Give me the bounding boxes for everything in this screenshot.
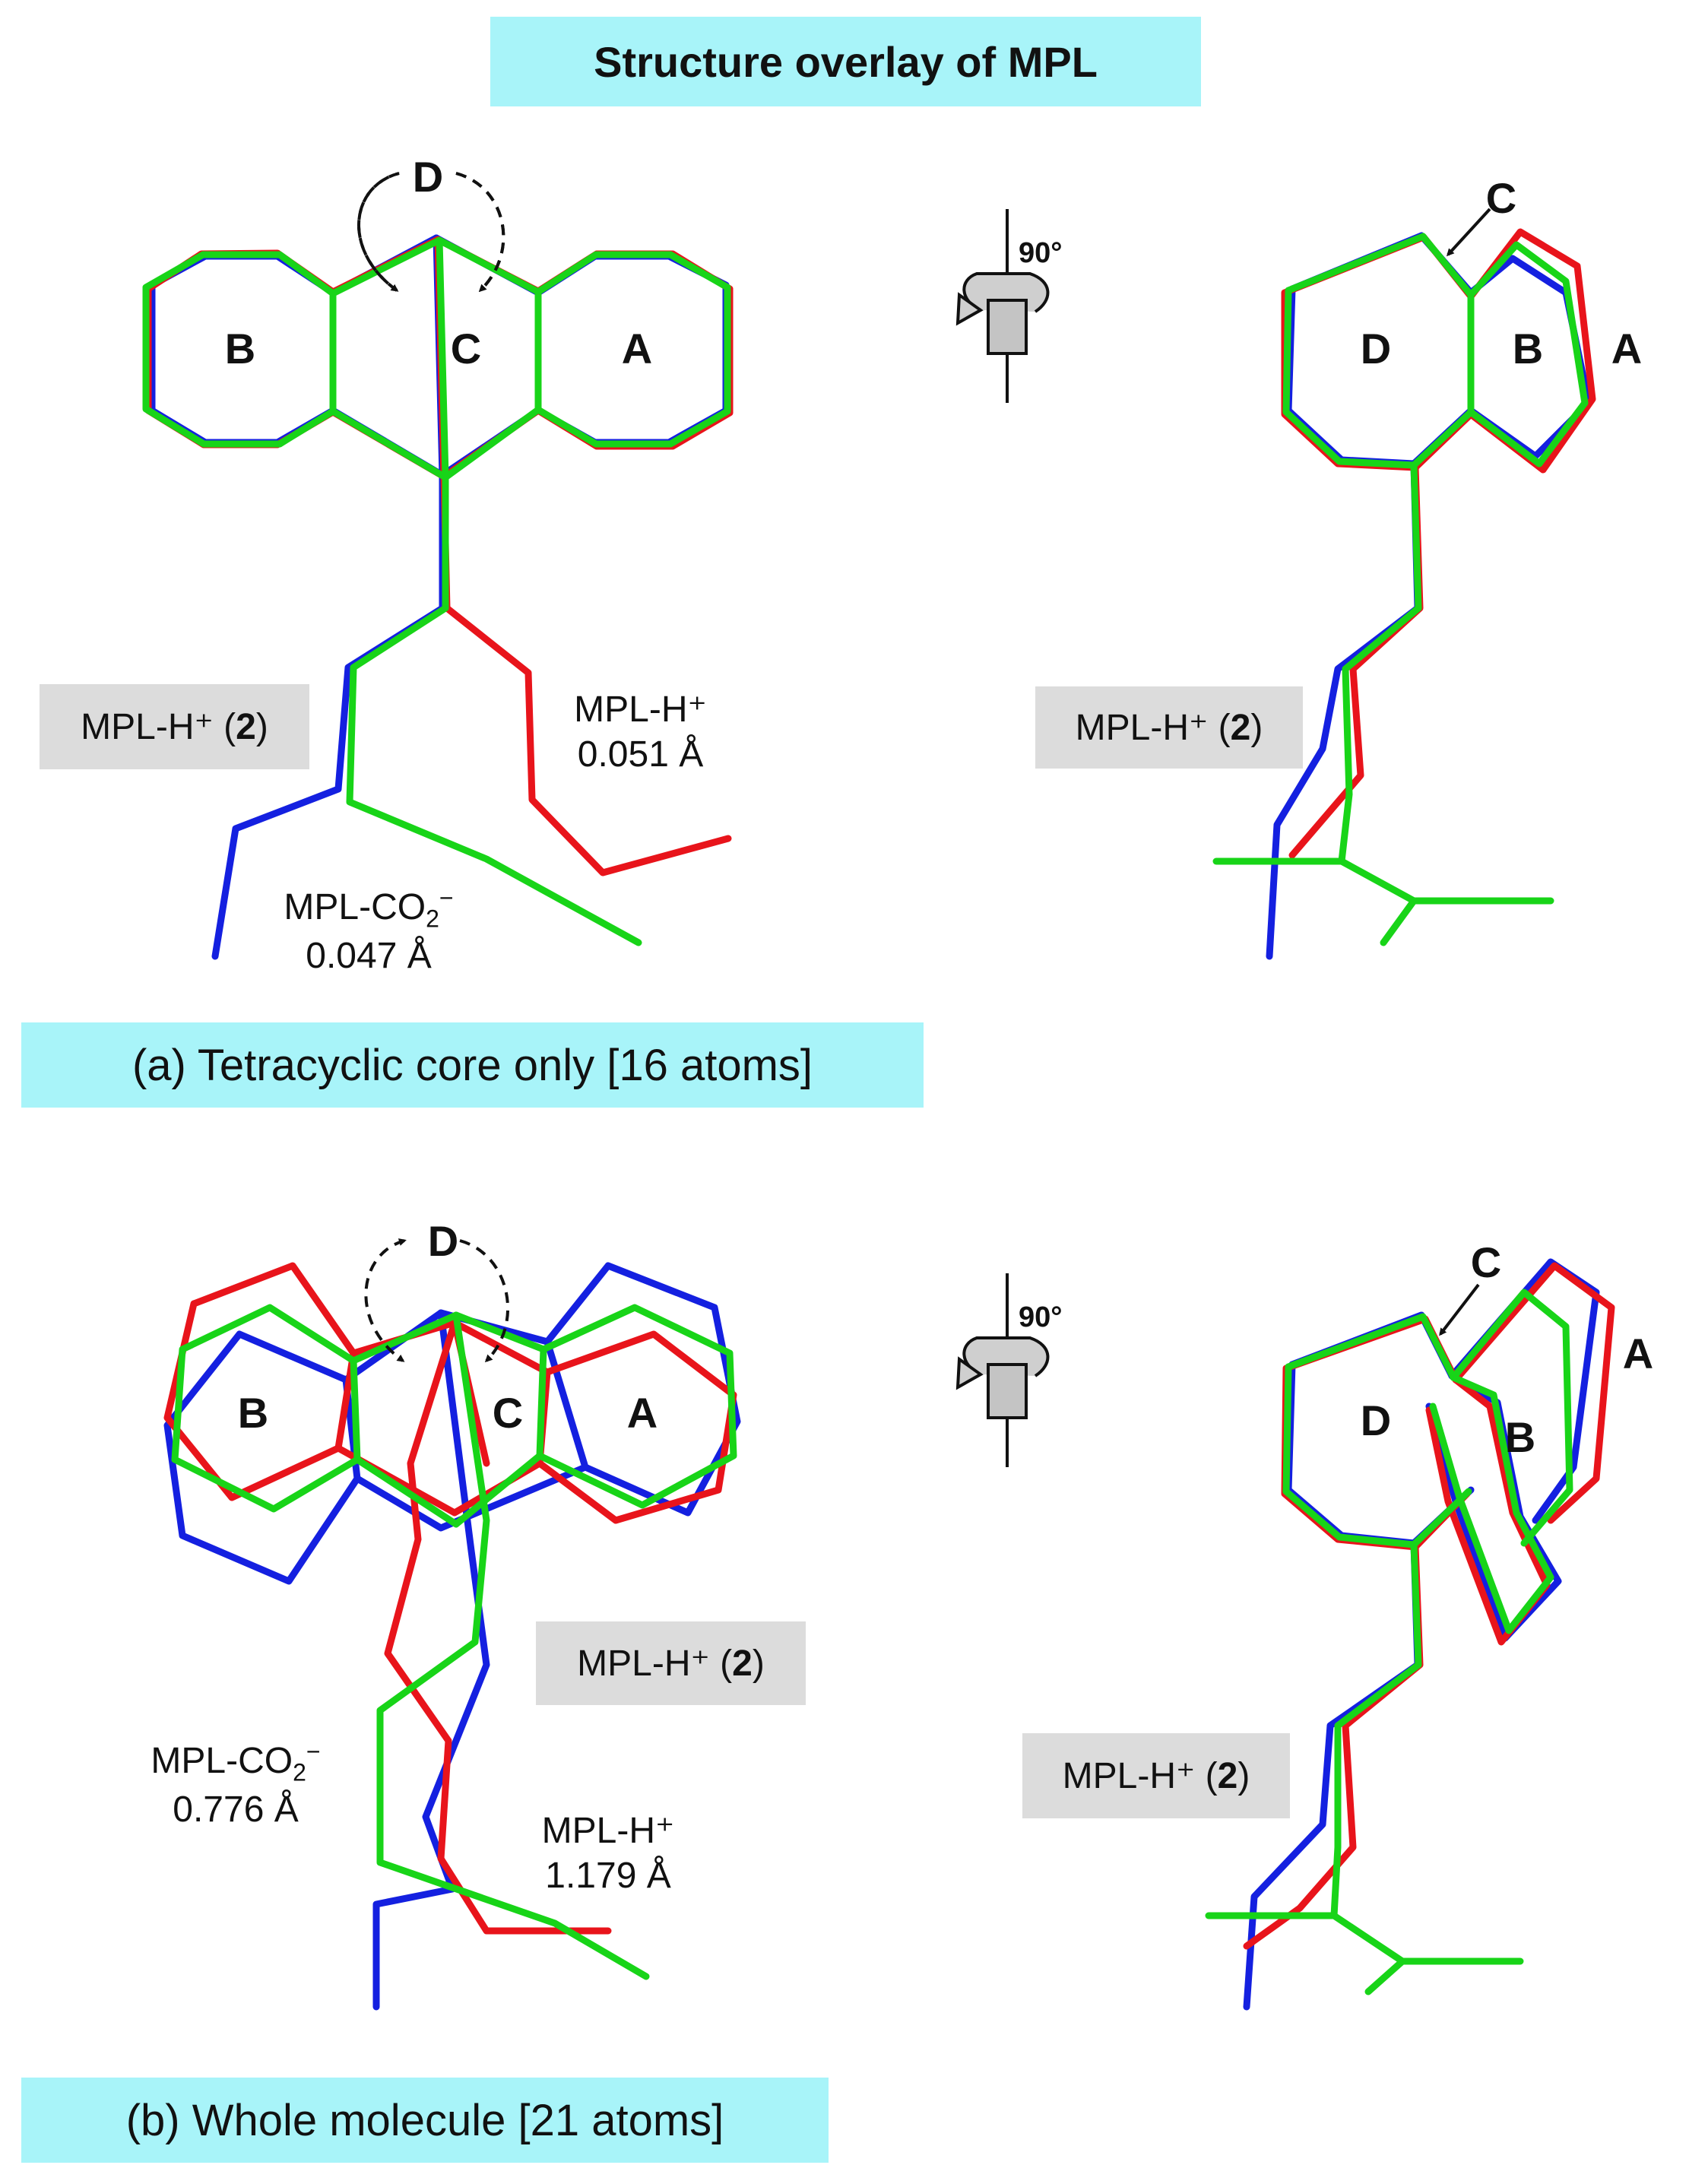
pointer-arrow-a bbox=[1446, 208, 1491, 257]
dashed-arc-arrow-b-icon bbox=[357, 172, 510, 1363]
red-series-name: MPL-H⁺ bbox=[574, 689, 707, 730]
pointer-arrow-b bbox=[1439, 1283, 1480, 1336]
b-side-ring-label-b: B bbox=[1505, 1413, 1535, 1461]
tag-prefix: MPL-H⁺ ( bbox=[1062, 1756, 1218, 1796]
tag-suffix: ) bbox=[1237, 1755, 1250, 1796]
green-rmsd-label-a: MPL-CO2− 0.047 Å bbox=[258, 883, 479, 978]
rotation-arrow-icon: 90° bbox=[955, 209, 1062, 403]
ring-label-a: A bbox=[622, 325, 652, 372]
red-rmsd-value: 0.051 Å bbox=[577, 734, 704, 775]
rotation-label-b: 90° bbox=[1019, 1301, 1062, 1333]
tag-compound-number: 2 bbox=[1217, 1755, 1238, 1796]
mpl-h-tag-a-right: MPL-H⁺ (2) bbox=[1035, 686, 1303, 769]
b-side-ring-label-c: C bbox=[1471, 1238, 1501, 1286]
b-side-ring-label-a: A bbox=[1623, 1330, 1653, 1377]
red-rmsd-label-a: MPL-H⁺ 0.051 Å bbox=[547, 688, 734, 777]
green-structure-b-side bbox=[1205, 1289, 1573, 1995]
red-structure-a-side bbox=[1281, 228, 1596, 859]
panel-a-front-view bbox=[142, 234, 734, 960]
figure-title: Structure overlay of MPL bbox=[490, 17, 1201, 106]
panel-a-side-view bbox=[1212, 228, 1596, 960]
mpl-h-tag-b-right: MPL-H⁺ (2) bbox=[1022, 1733, 1290, 1818]
tag-compound-number: 2 bbox=[732, 1643, 753, 1684]
mpl-h-tag-b-left: MPL-H⁺ (2) bbox=[536, 1621, 806, 1705]
side-ring-label-a: A bbox=[1611, 325, 1642, 372]
green-rmsd-label-b: MPL-CO2− 0.776 Å bbox=[122, 1737, 350, 1832]
tag-suffix: ) bbox=[1250, 707, 1263, 748]
rotation-label-a: 90° bbox=[1019, 237, 1062, 269]
ring-label-d: D bbox=[413, 153, 443, 201]
side-ring-label-c: C bbox=[1486, 174, 1516, 222]
b-side-ring-label-d: D bbox=[1361, 1396, 1391, 1444]
tag-prefix: MPL-H⁺ ( bbox=[1075, 708, 1231, 748]
tag-compound-number: 2 bbox=[236, 706, 256, 747]
tag-suffix: ) bbox=[752, 1643, 765, 1684]
mpl-h-tag-a-left: MPL-H⁺ (2) bbox=[40, 684, 309, 769]
ring-label-b: B bbox=[225, 325, 255, 372]
panel-b-caption: (b) Whole molecule [21 atoms] bbox=[21, 2078, 829, 2163]
green-rmsd-value: 0.047 Å bbox=[306, 935, 432, 976]
green-rmsd-value: 0.776 Å bbox=[173, 1789, 299, 1830]
green-series-name: MPL-CO2− bbox=[151, 1738, 321, 1786]
side-ring-label-d: D bbox=[1361, 325, 1391, 372]
b-ring-label-d: D bbox=[428, 1217, 458, 1265]
tag-prefix: MPL-H⁺ ( bbox=[577, 1644, 733, 1684]
tag-compound-number: 2 bbox=[1230, 707, 1251, 748]
rotation-arrow-b-icon: 90° bbox=[955, 1273, 1062, 1467]
red-series-name: MPL-H⁺ bbox=[541, 1811, 675, 1851]
b-ring-label-b: B bbox=[238, 1389, 268, 1437]
panel-b-side-view bbox=[1205, 1258, 1615, 2011]
b-ring-label-a: A bbox=[627, 1389, 658, 1437]
panel-b-front-view bbox=[163, 1262, 741, 2011]
tag-prefix: MPL-H⁺ ( bbox=[81, 707, 236, 747]
tag-suffix: ) bbox=[255, 706, 268, 747]
panel-a-caption: (a) Tetracyclic core only [16 atoms] bbox=[21, 1022, 924, 1108]
red-rmsd-label-b: MPL-H⁺ 1.179 Å bbox=[517, 1809, 699, 1898]
green-structure-a-side bbox=[1212, 233, 1589, 946]
side-ring-label-b: B bbox=[1513, 325, 1543, 372]
red-rmsd-value: 1.179 Å bbox=[545, 1855, 671, 1896]
b-ring-label-c: C bbox=[493, 1389, 523, 1437]
ring-label-c: C bbox=[451, 325, 481, 372]
green-structure-a-front bbox=[142, 236, 731, 946]
green-series-name: MPL-CO2− bbox=[284, 884, 454, 933]
